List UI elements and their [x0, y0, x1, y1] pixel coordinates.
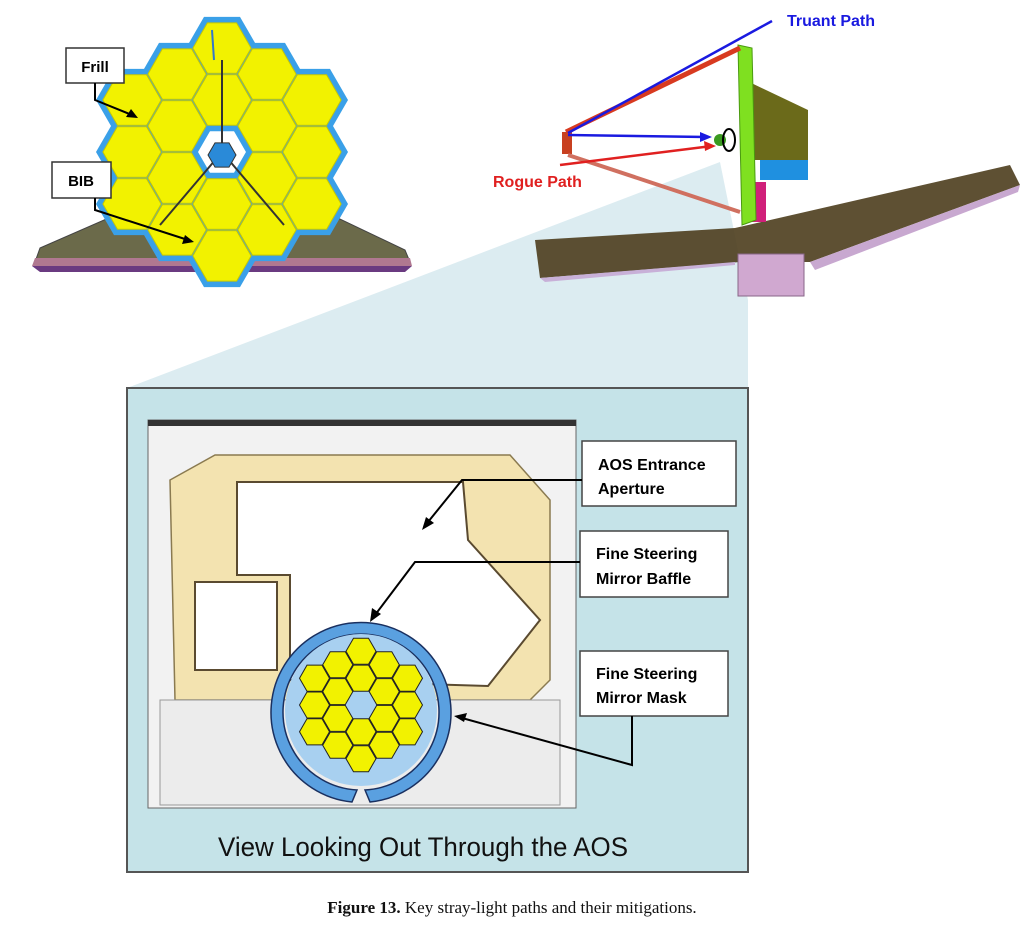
mirror-segment [368, 704, 400, 732]
mirror-segment [147, 152, 207, 204]
mirror-segment [102, 74, 162, 126]
aos-entrance-label-2: Aperture [598, 481, 665, 498]
mirror-segment [345, 664, 377, 692]
sunshield-side [535, 165, 1020, 278]
jwst-side-view: Truant Path Rogue Path [493, 13, 1020, 297]
mirror-segment [391, 691, 424, 719]
aos-inset: AOS Entrance Aperture Fine Steering Mirr… [126, 387, 749, 873]
figure-caption: Figure 13. Key stray-light paths and the… [0, 898, 1024, 918]
fsm-baffle-label-box [579, 530, 729, 598]
mirror-segment [298, 718, 331, 746]
mirror-segment [298, 691, 331, 719]
secondary-mirror-front [207, 142, 237, 168]
mirror-segment [322, 651, 354, 679]
fsm-mask-label-2: Mirror Mask [596, 690, 687, 707]
entrance-aperture [236, 481, 542, 688]
frill-label: Frill [81, 59, 109, 76]
caption-text: Key stray-light paths and their mitigati… [400, 898, 697, 917]
mirror-segment [237, 152, 297, 204]
mirror-segment [368, 731, 400, 759]
mirror-segment [368, 651, 400, 679]
mirror-segment [345, 637, 377, 665]
aos-entrance-label-box [581, 440, 737, 507]
bib-label: BIB [68, 173, 94, 190]
mirror-segment [368, 678, 400, 706]
jwst-front-view: Frill BIB [32, 16, 412, 288]
mirror-segment [237, 204, 297, 256]
primary-mirror-front [96, 16, 348, 288]
support-strut [159, 151, 223, 226]
mirror-segment [322, 704, 354, 732]
mirror-segment [192, 22, 252, 74]
mirror-segment [298, 664, 331, 692]
mirror-segment [102, 126, 162, 178]
fsm-mask-label-1: Fine Steering [596, 666, 697, 683]
truant-path-label: Truant Path [787, 13, 875, 30]
fsm-baffle-label-2: Mirror Baffle [596, 571, 691, 588]
mirror-segment [345, 745, 377, 773]
bib-label-box [51, 161, 112, 199]
fsm-baffle [270, 621, 452, 803]
mirror-segment [192, 178, 252, 230]
support-strut [221, 151, 285, 226]
mirror-segment [391, 718, 424, 746]
mirror-segment [322, 678, 354, 706]
view-cone [127, 162, 748, 388]
mirror-segment [391, 664, 424, 692]
caption-label: Figure 13. [327, 898, 401, 917]
mirror-segment [282, 126, 342, 178]
ote-box [745, 80, 808, 160]
mirror-segment [237, 100, 297, 152]
inset-title: View Looking Out Through the AOS [218, 832, 628, 862]
rogue-path-label: Rogue Path [493, 174, 582, 191]
aos-entrance-label-1: AOS Entrance [598, 457, 706, 474]
mirror-segment [147, 204, 207, 256]
mirror-segment [345, 718, 377, 746]
mirror-segment [322, 731, 354, 759]
fsm-mask-label-box [579, 650, 729, 717]
mirror-segment [282, 74, 342, 126]
mirror-segment [147, 100, 207, 152]
fsm-baffle-label-1: Fine Steering [596, 546, 697, 563]
mirror-segment [147, 48, 207, 100]
mirror-segment [237, 48, 297, 100]
fsm-mirror-segments [298, 637, 424, 773]
primary-mirror-side [737, 44, 757, 226]
mirror-segment [282, 178, 342, 230]
mirror-segment [192, 230, 252, 282]
